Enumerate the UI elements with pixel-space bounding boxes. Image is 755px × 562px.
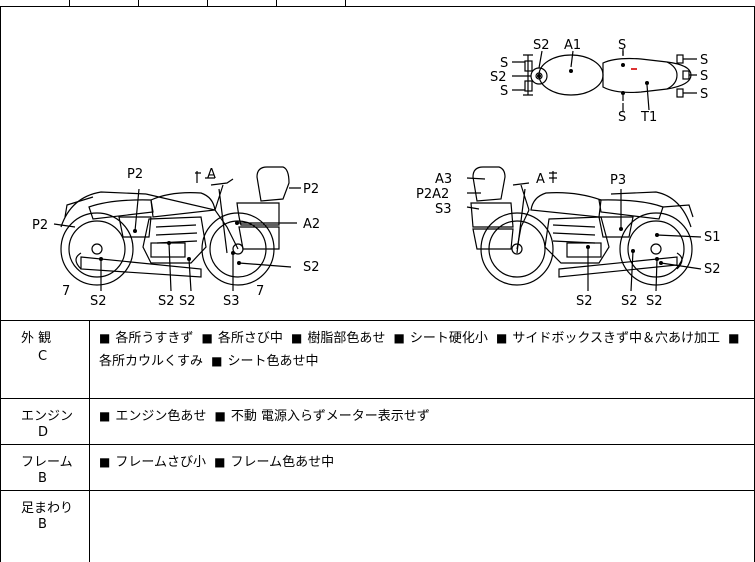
- item: サイドボックスきず中＆穴あけ加工: [512, 331, 720, 346]
- label-s2: S2: [533, 38, 550, 53]
- section-name-cell: 外 観 C: [1, 321, 90, 399]
- table-cell: [276, 0, 346, 6]
- item: 各所カウルくすみ: [99, 354, 204, 369]
- top-table-edge: [0, 0, 755, 6]
- section-name: 足まわり: [21, 501, 74, 516]
- label-a1: A1: [564, 38, 581, 53]
- item: シート色あせ中: [227, 354, 319, 369]
- section-name-cell: フレーム B: [1, 445, 90, 491]
- table-cell: [138, 0, 208, 6]
- bullet: ■: [211, 354, 223, 368]
- item: 樹脂部色あせ: [307, 331, 386, 346]
- item: 各所さび中: [217, 331, 283, 346]
- section-items: ■ エンジン色あせ ■ 不動 電源入らずメーター表示せず: [99, 405, 749, 428]
- condition-row-suspension: 足まわり B: [0, 490, 755, 562]
- label-s3: S3: [435, 202, 452, 217]
- label-a: A: [536, 172, 545, 187]
- label-s2: S2: [490, 70, 507, 85]
- label-t1: T1: [640, 110, 657, 125]
- label-s2: S2: [576, 294, 593, 309]
- label-7: 7: [62, 284, 70, 299]
- item: フレームさび小: [115, 455, 206, 470]
- label-7: 7: [256, 284, 264, 299]
- label-p2a2: P2A2: [416, 187, 449, 202]
- condition-row-engine: エンジン D ■ エンジン色あせ ■ 不動 電源入らずメーター表示せず: [0, 398, 755, 445]
- section-grade: B: [38, 471, 47, 486]
- label-s2: S2: [303, 260, 320, 275]
- item: フレーム色あせ中: [230, 455, 335, 470]
- label-s2: S2: [179, 294, 196, 309]
- section-name: フレーム: [21, 455, 73, 470]
- label-s3: S3: [223, 294, 240, 309]
- left-view: [53, 166, 301, 292]
- red-mark: [631, 68, 637, 70]
- label-a3: A3: [435, 172, 452, 187]
- bullet: ■: [728, 331, 740, 345]
- bullet: ■: [291, 331, 303, 345]
- bullet: ■: [201, 331, 213, 345]
- label-s: S: [700, 69, 708, 84]
- table-cell: [207, 0, 277, 6]
- label-s: S: [700, 87, 708, 102]
- section-grade: D: [38, 425, 49, 440]
- section-name: 外 観: [21, 331, 52, 346]
- section-name-cell: 足まわり B: [1, 491, 90, 562]
- label-p2: P2: [127, 167, 143, 182]
- bullet: ■: [99, 331, 111, 345]
- right-view-labels: A3 A P2A2 P3 S3 S1 S2 S2 S2 S2: [416, 172, 721, 309]
- section-items: ■ 各所うすきず ■ 各所さび中 ■ 樹脂部色あせ ■ シート硬化小 ■ サイドボックスき…: [99, 327, 749, 373]
- label-p3: P3: [610, 173, 626, 188]
- section-grade: C: [38, 349, 48, 364]
- table-cell: [0, 0, 70, 6]
- section-grade: B: [38, 517, 47, 532]
- label-s2: S2: [646, 294, 663, 309]
- bullet: ■: [393, 331, 405, 345]
- table-cell: [69, 0, 139, 6]
- label-s: S: [500, 84, 508, 99]
- section-name: エンジン: [21, 409, 74, 424]
- item: 不動 電源入らずメーター表示せず: [230, 409, 430, 424]
- label-s: S: [500, 56, 508, 71]
- label-a2: A2: [303, 217, 320, 232]
- condition-row-exterior: 外 観 C ■ 各所うすきず ■ 各所さび中 ■ 樹脂部色あせ ■ シート硬化小 ■ サイ…: [0, 320, 755, 399]
- section-items: ■ フレームさび小 ■ フレーム色あせ中: [99, 451, 749, 474]
- label-s: S: [618, 110, 626, 125]
- label-s2: S2: [158, 294, 175, 309]
- motorcycle-diagram-svg: S2 A1 S S S2 S S S S S T1 P2 A P2 P2 A2 …: [32, 38, 721, 309]
- bullet: ■: [214, 455, 226, 469]
- label-s1: S1: [704, 230, 721, 245]
- label-s: S: [618, 38, 626, 53]
- top-view: [512, 49, 697, 111]
- item: 各所うすきず: [115, 331, 194, 346]
- label-a: A: [207, 167, 216, 182]
- bullet: ■: [99, 409, 111, 423]
- label-s2: S2: [90, 294, 107, 309]
- bullet: ■: [214, 409, 226, 423]
- condition-row-frame: フレーム B ■ フレームさび小 ■ フレーム色あせ中: [0, 444, 755, 491]
- label-p2: P2: [303, 182, 319, 197]
- label-p2: P2: [32, 218, 48, 233]
- top-view-labels: S2 A1 S S S2 S S S S S T1: [490, 38, 708, 125]
- item: シート硬化小: [409, 331, 488, 346]
- left-view-labels: P2 A P2 P2 A2 S2 7 7 S2 S2 S2 S3: [32, 167, 320, 309]
- section-name-cell: エンジン D: [1, 399, 90, 445]
- label-s2: S2: [621, 294, 638, 309]
- bullet: ■: [496, 331, 508, 345]
- bullet: ■: [99, 455, 111, 469]
- item: エンジン色あせ: [115, 409, 207, 424]
- damage-diagram: S2 A1 S S S2 S S S S S T1 P2 A P2 P2 A2 …: [0, 6, 755, 321]
- label-s: S: [700, 53, 708, 68]
- right-view: [466, 166, 702, 292]
- label-s2: S2: [704, 262, 721, 277]
